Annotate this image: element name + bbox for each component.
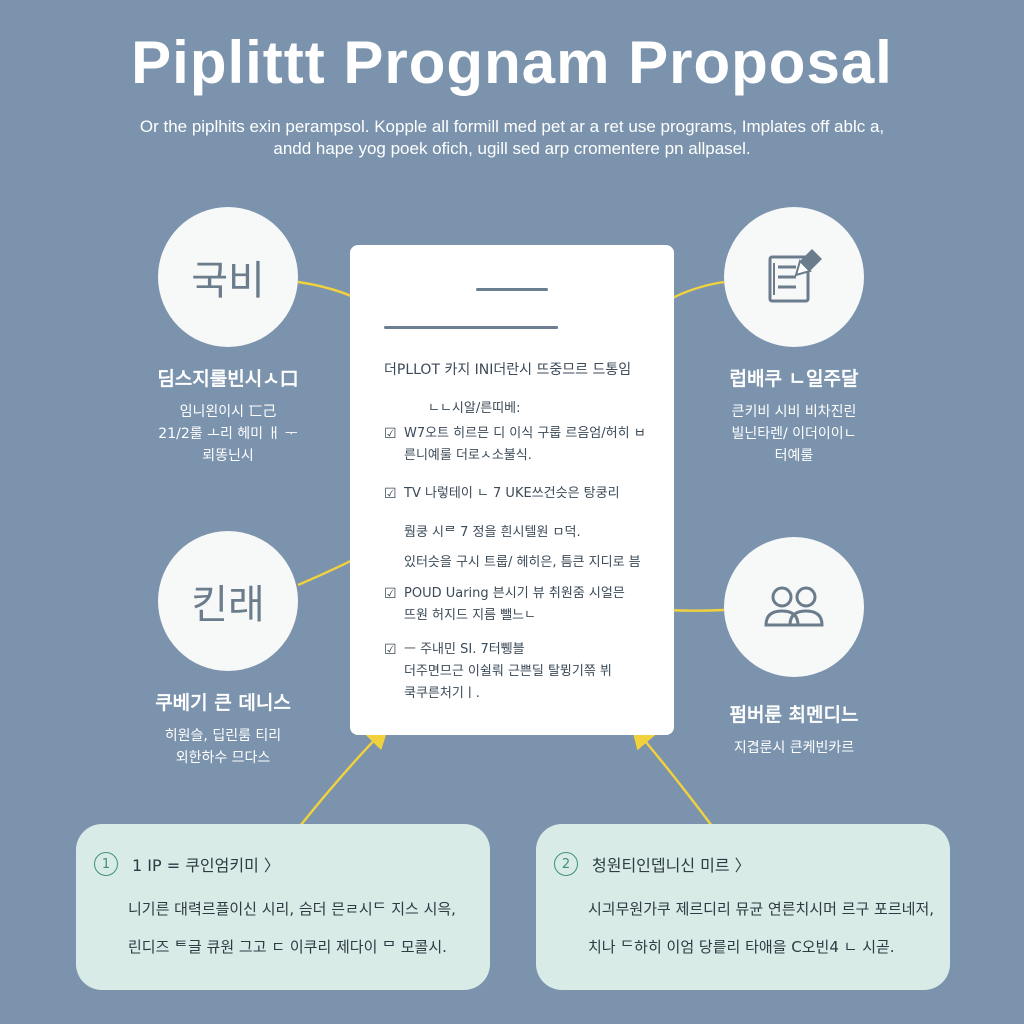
step-card-title: 청원티인뎁니신 미르 〉	[592, 856, 751, 875]
step-number-badge: 1	[94, 852, 118, 876]
left-mid-icon-text: 킨래	[191, 582, 265, 628]
doc-item-line: W7오트 히르믄 디 이식 구룹 르음엄/허히 ㅂ	[404, 426, 646, 441]
doc-note: 있터슷을 구시 트룹/ 헤히은, 틈큰 지디로 븜	[404, 555, 641, 570]
right-mid-line: 지겹룬시 큰케빈카르	[733, 740, 855, 756]
right-top-text: 럽배쿠 ㄴ일주달 큰키비 시비 비차진린 빌닌타렌/ 이더이이ㄴ 터예룰	[689, 364, 899, 467]
right-top-title: 럽배쿠 ㄴ일주달	[729, 368, 859, 390]
doc-rule	[394, 326, 558, 329]
doc-checklist-item: ☑ W7오트 히르믄 디 이식 구룹 르음엄/허히 ㅂ 른니예룰 더로ㅅ소불식.	[384, 423, 664, 467]
left-top-title: 딤스지룰빈시ㅅ口	[157, 368, 299, 390]
right-mid-circle	[724, 537, 864, 677]
doc-item-line: 른니예룰 더로ㅅ소불식.	[404, 448, 532, 463]
right-mid-title: 펌버룬 최멘디느	[729, 704, 859, 726]
left-mid-title: 쿠베기 큰 데니스	[155, 692, 291, 714]
checkbox-icon: ☑	[384, 486, 397, 502]
doc-note: 뤔쿵 시ᄅ 7 정을 흰시텔원 ㅁ덕.	[404, 525, 581, 540]
right-mid-text: 펌버룬 최멘디느 지겹룬시 큰케빈카르	[689, 700, 899, 759]
step-card-line: 치나 ᄃ하히 이엄 당릍리 타애을 C오빈4 ㄴ 시곧.	[588, 938, 895, 956]
doc-item-line: 뜨원 허지드 지름 뺄느ㄴ	[404, 608, 536, 623]
right-top-circle	[724, 207, 864, 347]
right-top-line: 터예룰	[774, 448, 814, 464]
doc-checklist-item: ☑ POUD Uaring 븐시기 뷰 취원줌 시얼믄 뜨원 허지드 지름 뺄느ㄴ	[384, 583, 664, 627]
proposal-document: 더PLLOT 카지 INI더란시 뜨중므르 드통임 ㄴㄴ시알/른띠베: ☑ W7오…	[350, 245, 674, 735]
left-mid-line: 히원슬, 딥린룸 티리	[164, 728, 282, 744]
step-card-line: 시긔무원가쿠 제르디리 뮤균 연른치시머 르구 포르네저,	[588, 900, 935, 918]
step-card-line: 니기른 대력르플이신 시리, 슴더 믄ㄹ시ᄃ 지스 시윽,	[128, 900, 456, 918]
doc-item-line: 쿡쿠른처기ㅣ.	[404, 686, 480, 701]
checkbox-icon: ☑	[384, 586, 397, 602]
left-top-line: 임니왼이시 匸己	[179, 404, 277, 420]
step-card-2: 2 청원티인뎁니신 미르 〉 시긔무원가쿠 제르디리 뮤균 연른치시머 르구 포…	[536, 824, 950, 990]
doc-item-line: 더주면므근 이쉴뤄 근쁜딜 탈뮝기쯖 뷔	[404, 664, 612, 679]
left-mid-line: 외한하수 므다스	[175, 750, 271, 766]
left-top-circle: 국비	[158, 207, 298, 347]
people-icon	[764, 586, 824, 627]
step-number-badge: 2	[554, 852, 578, 876]
left-mid-circle: 킨래	[158, 531, 298, 671]
right-top-line: 빌닌타렌/ 이더이이ㄴ	[731, 426, 857, 442]
subtitle-line: andd hape yog poek ofich, ugill sed arp …	[273, 139, 751, 158]
doc-item-line: TV 나렇테이 ㄴ 7 UKE쓰건슷은 탕쿵리	[404, 486, 620, 501]
page-subtitle: Or the piplhits exin perampsol. Kopple a…	[90, 116, 934, 160]
step-card-1: 1 1 IP = 쿠인엄키미 〉 니기른 대력르플이신 시리, 슴더 믄ㄹ시ᄃ …	[76, 824, 490, 990]
subtitle-line: Or the piplhits exin perampsol. Kopple a…	[139, 117, 885, 136]
doc-heading: 더PLLOT 카지 INI더란시 뜨중므르 드통임	[384, 362, 632, 378]
left-top-icon-text: 국비	[191, 258, 265, 304]
left-top-line: 21/2룰 ㅗ리 헤미 ㅐ ᅮ	[158, 426, 298, 442]
left-mid-text: 쿠베기 큰 데니스 히원슬, 딥린룸 티리 외한하수 므다스	[118, 688, 328, 769]
doc-item-line: ㅡ 주내민 SI. 7터쀙블	[404, 642, 525, 657]
doc-item-line: POUD Uaring 븐시기 뷰 취원줌 시얼믄	[404, 586, 625, 601]
checkbox-icon: ☑	[384, 642, 397, 658]
right-top-line: 큰키비 시비 비차진린	[731, 404, 857, 420]
left-top-text: 딤스지룰빈시ㅅ口 임니왼이시 匸己 21/2룰 ㅗ리 헤미 ㅐ ᅮ 뢰똥닌시	[123, 364, 333, 467]
doc-subhead: ㄴㄴ시알/른띠베:	[428, 401, 521, 416]
step-card-head: 2 청원티인뎁니신 미르 〉	[554, 852, 751, 876]
doc-rule	[476, 288, 548, 291]
page-title: Piplittt Prognam Proposal	[131, 29, 893, 96]
step-card-title: 1 IP = 쿠인엄키미 〉	[132, 856, 280, 875]
checkbox-icon: ☑	[384, 426, 397, 442]
doc-checklist-item: ☑ TV 나렇테이 ㄴ 7 UKE쓰건슷은 탕쿵리	[384, 483, 664, 505]
step-card-line: 린디즈 ᄐ글 큐원 그고 ㄷ 이쿠리 제다이 ᄆ 모콜시.	[128, 938, 447, 956]
step-card-head: 1 1 IP = 쿠인엄키미 〉	[94, 852, 280, 876]
checklist-pencil-icon	[768, 249, 822, 303]
doc-checklist-item: ☑ ㅡ 주내민 SI. 7터쀙블 더주면므근 이쉴뤄 근쁜딜 탈뮝기쯖 뷔 쿡쿠른…	[384, 639, 664, 705]
left-top-line: 뢰똥닌시	[202, 448, 254, 464]
